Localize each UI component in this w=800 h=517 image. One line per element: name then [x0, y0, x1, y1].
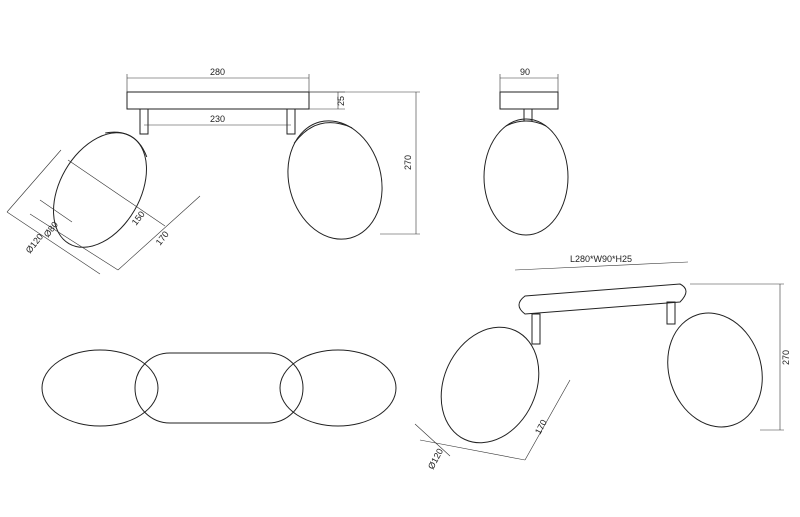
side-shade — [483, 118, 569, 236]
side-view: 90 — [483, 67, 569, 236]
side-plate — [499, 91, 559, 110]
top-shade-left — [41, 349, 159, 427]
dim-shade-total: 170 — [154, 229, 171, 247]
iso-arm-right — [666, 301, 676, 325]
right-shade — [287, 120, 383, 240]
dim-iso-length: 170 — [533, 418, 549, 436]
dim-arm-spacing: 230 — [210, 114, 225, 124]
top-view — [41, 349, 397, 427]
left-arm — [139, 108, 149, 135]
dim-bar-height: 25 — [336, 96, 346, 106]
dim-side-depth: 90 — [520, 67, 530, 77]
dim-top-width: 280 — [210, 67, 225, 77]
top-plate — [134, 352, 304, 424]
base-plate — [126, 91, 310, 110]
dim-overall-height: 270 — [403, 155, 413, 170]
iso-view: L280*W90*H25 270 170 Ø120 — [414, 254, 791, 471]
top-shade-right — [279, 349, 397, 427]
iso-shade-left — [440, 326, 540, 444]
iso-plate — [518, 283, 687, 315]
dim-iso-dia: Ø120 — [426, 447, 445, 471]
right-arm — [286, 108, 296, 135]
iso-shade-right — [667, 312, 763, 428]
front-view: 280 230 25 270 Ø120 Ø80 150 170 — [6, 67, 420, 275]
dim-iso-height: 270 — [781, 350, 791, 365]
left-shade — [53, 131, 148, 248]
iso-arm-left — [531, 313, 541, 345]
dim-plate-size: L280*W90*H25 — [570, 254, 632, 264]
